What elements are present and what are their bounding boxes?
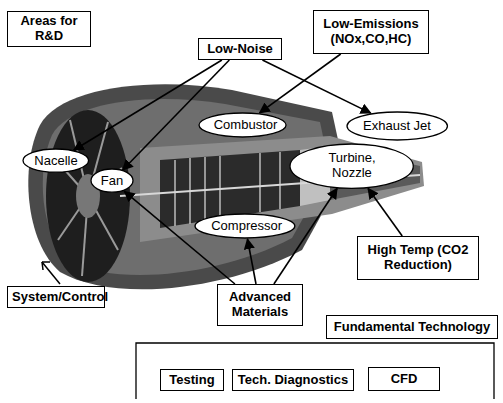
node-label: System/Control	[12, 290, 100, 305]
label-box: System/Control	[7, 286, 105, 308]
node-label: Nacelle	[34, 154, 77, 169]
connector-arrow	[260, 54, 341, 113]
part-ellipse: Combustor	[198, 112, 287, 138]
text-wrap: Fundamental Technology	[334, 320, 491, 335]
connector-arrow	[74, 60, 222, 150]
part-ellipse: Nacelle	[22, 148, 90, 173]
label-box: Testing	[160, 369, 224, 391]
connector-arrow	[274, 189, 337, 284]
connector-arrow	[124, 191, 235, 284]
text-wrap: Tech. Diagnostics	[238, 373, 348, 388]
node-label: Areas for R&D	[12, 14, 86, 44]
text-wrap: Testing	[169, 373, 214, 388]
node-label: High Temp (CO2 Reduction)	[362, 243, 474, 273]
label-box: CFD	[368, 367, 440, 391]
text-wrap: Low-Emissions (NOx,CO,HC)	[318, 17, 424, 47]
label-box: Low-Noise	[198, 38, 282, 60]
text-wrap: CFD	[391, 372, 418, 387]
connector-arrow	[368, 188, 402, 236]
node-label: Tech. Diagnostics	[238, 373, 348, 388]
bracket-frame	[136, 343, 494, 399]
text-wrap: Advanced Materials	[222, 290, 298, 320]
text-wrap: Nacelle	[34, 154, 77, 169]
part-ellipse: Fan	[90, 168, 134, 193]
part-ellipse: Compressor	[194, 213, 296, 239]
node-label: Advanced Materials	[222, 290, 298, 320]
node-label: CFD	[391, 372, 418, 387]
label-box: High Temp (CO2 Reduction)	[357, 236, 479, 280]
text-wrap: Low-Noise	[207, 42, 273, 57]
text-wrap: Combustor	[214, 118, 273, 133]
label-box: Advanced Materials	[217, 284, 303, 326]
text-wrap: Areas for R&D	[12, 14, 86, 44]
text-wrap: System/Control	[12, 290, 100, 305]
node-label: Compressor	[211, 219, 279, 234]
label-box: Areas for R&D	[7, 11, 91, 47]
node-label: Turbine, Nozzle	[310, 151, 394, 181]
node-label: Combustor	[214, 118, 273, 133]
node-label: Testing	[169, 373, 214, 388]
leader-line	[42, 262, 60, 284]
connector-arrow	[262, 60, 370, 113]
node-label: Low-Emissions (NOx,CO,HC)	[318, 17, 424, 47]
label-box: Low-Emissions (NOx,CO,HC)	[313, 10, 429, 54]
text-wrap: Fan	[101, 174, 123, 189]
node-label: Fan	[101, 174, 123, 189]
node-label: Exhaust Jet	[363, 119, 431, 134]
part-ellipse: Exhaust Jet	[346, 111, 448, 141]
text-wrap: Compressor	[211, 219, 279, 234]
node-label: Low-Noise	[207, 42, 273, 57]
part-ellipse: Turbine, Nozzle	[289, 143, 414, 189]
connector-arrow	[123, 60, 230, 170]
text-wrap: Turbine, Nozzle	[310, 151, 394, 181]
text-wrap: High Temp (CO2 Reduction)	[362, 243, 474, 273]
text-wrap: Exhaust Jet	[363, 119, 431, 134]
node-label: Fundamental Technology	[334, 320, 491, 335]
label-box: Tech. Diagnostics	[232, 369, 354, 391]
label-box: Fundamental Technology	[326, 315, 498, 339]
connector-arrow	[247, 239, 256, 284]
